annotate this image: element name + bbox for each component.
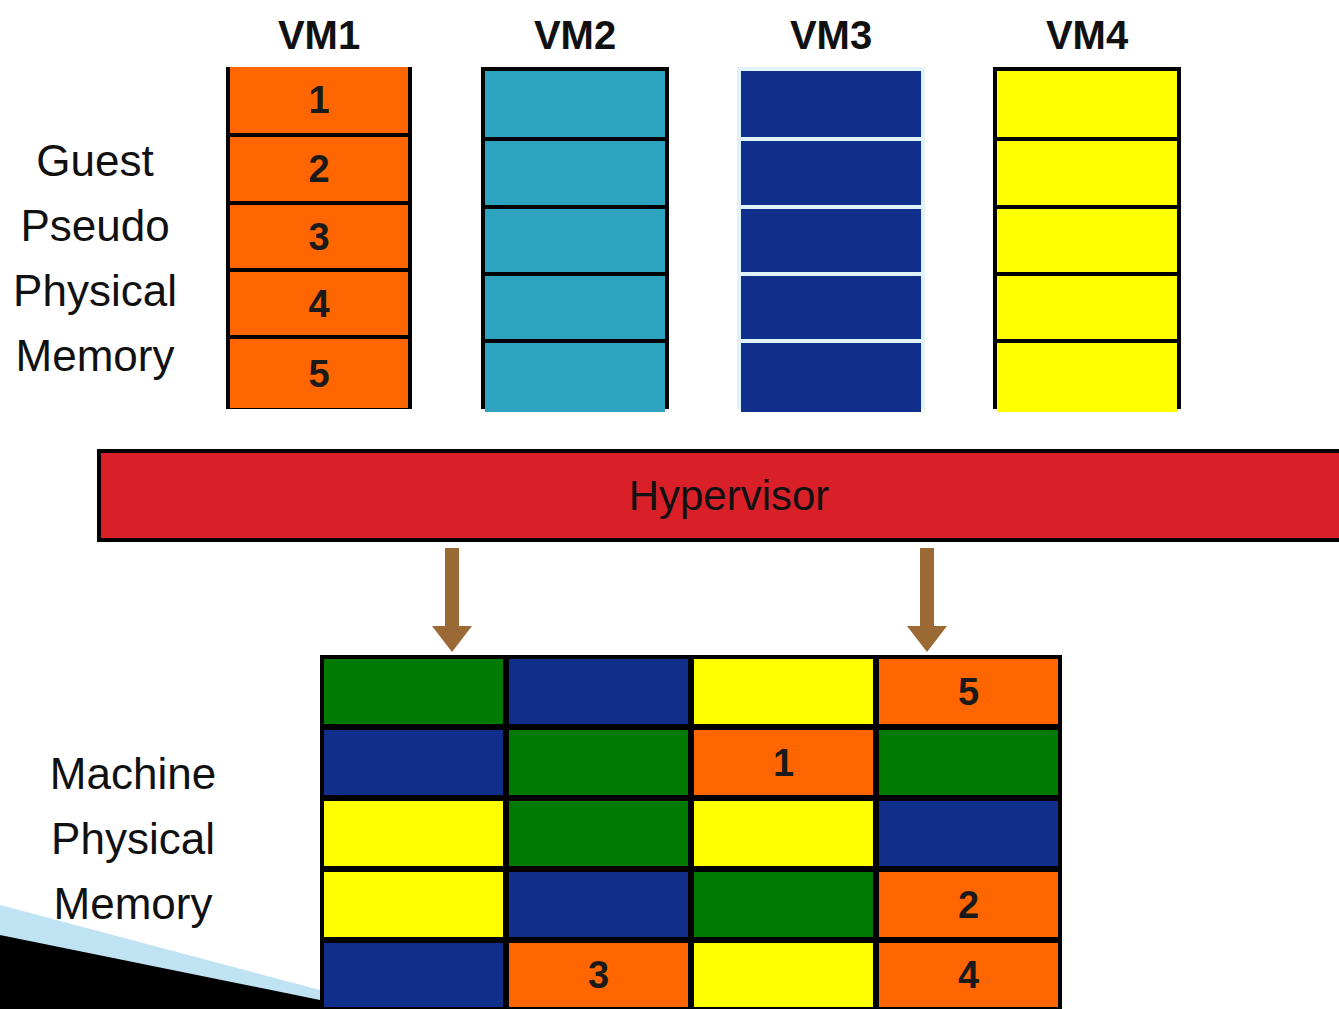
memory-page [690, 797, 877, 870]
memory-page [997, 71, 1177, 141]
memory-page [505, 655, 692, 728]
memory-page: 3 [505, 939, 692, 1009]
memory-page: 1 [230, 67, 408, 137]
memory-page [741, 209, 921, 276]
memory-page: 3 [230, 205, 408, 272]
memory-page [485, 71, 665, 141]
memory-page [741, 343, 921, 412]
memory-page [741, 276, 921, 343]
mapping-arrow [907, 548, 947, 652]
machine-memory-grid: Machine Physical Memory51234 [320, 653, 1061, 1009]
vm-label: VM2 [485, 15, 665, 55]
memory-page [485, 209, 665, 276]
memory-page [997, 141, 1177, 209]
page-number: 4 [308, 285, 329, 323]
vm-label: VM4 [997, 15, 1177, 55]
memory-page [485, 276, 665, 343]
memory-page [485, 343, 665, 412]
memory-page [997, 343, 1177, 412]
memory-page [505, 797, 692, 870]
vm-memory-stack: VM112345 [226, 67, 412, 409]
vm-memory-stack: VM4 [993, 67, 1181, 409]
memory-page [320, 726, 507, 799]
memory-page [320, 655, 507, 728]
page-number: 1 [773, 744, 794, 782]
memory-page: 5 [875, 655, 1062, 728]
memory-page [997, 209, 1177, 276]
memory-page [690, 868, 877, 941]
memory-page [741, 141, 921, 209]
hypervisor-label: Hypervisor [609, 472, 849, 520]
memory-page: 4 [875, 939, 1062, 1009]
memory-page [875, 797, 1062, 870]
memory-page [505, 868, 692, 941]
memory-page [741, 71, 921, 141]
memory-page [320, 797, 507, 870]
memory-page [875, 726, 1062, 799]
page-number: 2 [308, 150, 329, 188]
memory-heading: Guest Pseudo Physical Memory [2, 128, 188, 388]
vm-memory-stack: VM2 [481, 67, 669, 409]
vm-label: VM1 [230, 15, 408, 55]
memory-page: 1 [690, 726, 877, 799]
memory-page [320, 868, 507, 941]
memory-page [997, 276, 1177, 343]
page-number: 1 [308, 81, 329, 119]
memory-page [320, 939, 507, 1009]
page-number: 5 [308, 355, 329, 393]
mapping-arrow [432, 548, 472, 652]
memory-page: 4 [230, 272, 408, 339]
vm-memory-stack: VM3 [737, 67, 925, 409]
memory-page [690, 939, 877, 1009]
corner-swoosh [0, 935, 320, 1009]
memory-page [505, 726, 692, 799]
page-number: 2 [958, 886, 979, 924]
hypervisor-band: Hypervisor [97, 449, 1339, 542]
page-number: 3 [308, 218, 329, 256]
memory-page: 2 [230, 137, 408, 205]
memory-page [690, 655, 877, 728]
memory-page: 2 [875, 868, 1062, 941]
page-number: 4 [958, 956, 979, 994]
page-number: 3 [588, 956, 609, 994]
memory-page: 5 [230, 339, 408, 408]
vm-label: VM3 [741, 15, 921, 55]
memory-heading: Machine Physical Memory [8, 741, 258, 936]
memory-page [485, 141, 665, 209]
page-number: 5 [958, 673, 979, 711]
